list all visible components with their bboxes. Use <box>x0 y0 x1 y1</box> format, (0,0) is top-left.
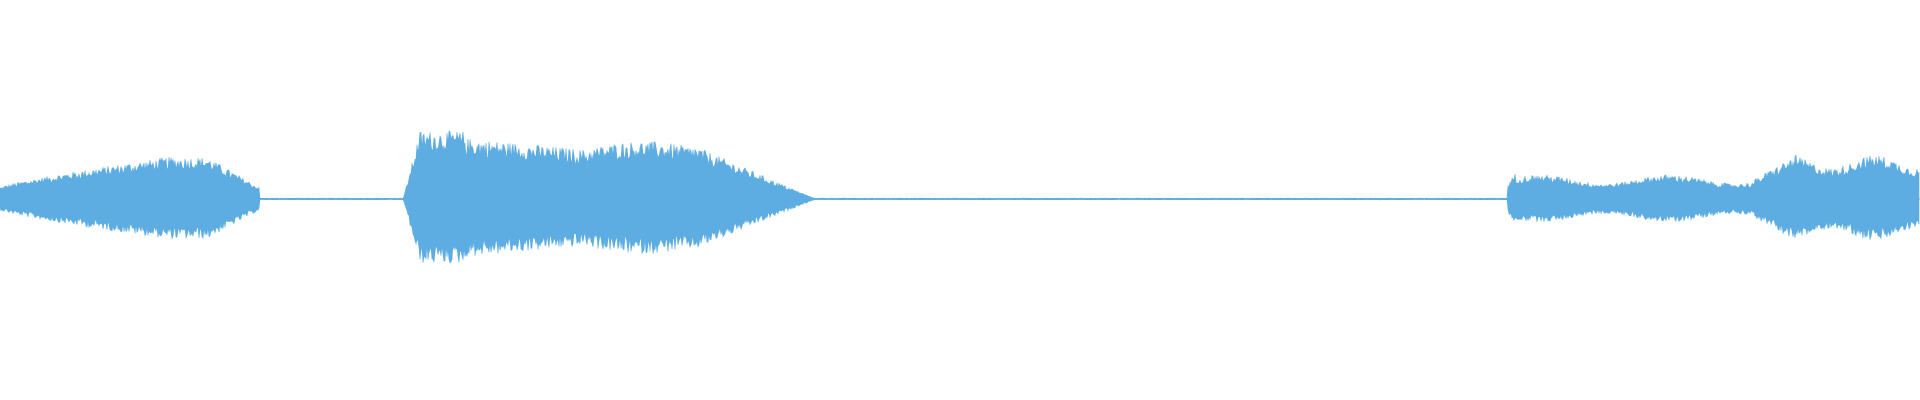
waveform-amplitude <box>0 130 1920 264</box>
